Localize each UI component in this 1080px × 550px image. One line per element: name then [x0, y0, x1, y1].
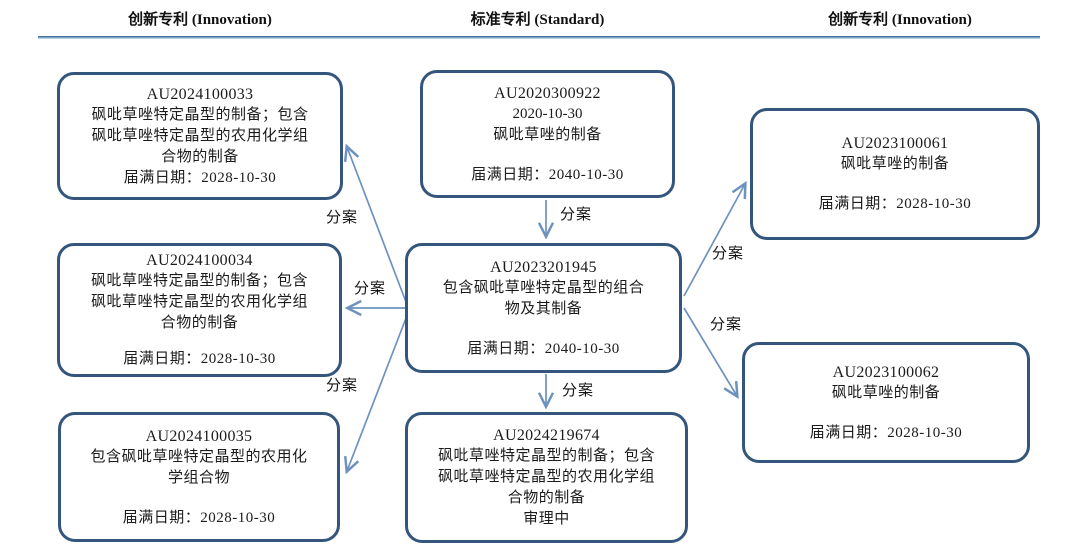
- column-header-innovation-right: 创新专利 (Innovation): [828, 12, 972, 28]
- divisional-label: 分案: [560, 207, 593, 223]
- patent-title-line: 砜吡草唑特定晶型的农用化学组: [91, 127, 309, 144]
- patent-expiry: 届满日期：2028-10-30: [123, 351, 276, 367]
- patent-title-line: 合物的制备: [160, 315, 239, 331]
- patent-number: AU2024100035: [145, 427, 253, 445]
- patent-expiry: 届满日期：2028-10-30: [809, 424, 963, 441]
- header-divider: [38, 36, 1040, 39]
- patent-title-line: 合物的制备: [507, 490, 586, 506]
- patent-number: AU2024219674: [493, 427, 600, 444]
- patent-title-line: 学组合物: [167, 469, 230, 486]
- patent-title-line: 包含砜吡草唑特定晶型的农用化: [90, 448, 308, 465]
- patent-node-au2023100062: AU2023100062 砜吡草唑的制备 届满日期：2028-10-30: [742, 342, 1030, 463]
- patent-node-au2024100034: AU2024100034 砜吡草唑特定晶型的制备；包含 砜吡草唑特定晶型的农用化…: [57, 243, 342, 377]
- patent-number: AU2023100061: [841, 135, 949, 152]
- patent-title-line: 砜吡草唑的制备: [493, 126, 602, 143]
- patent-title-line: 砜吡草唑特定晶型的农用化学组: [90, 294, 308, 310]
- patent-expiry: 届满日期：2028-10-30: [818, 196, 972, 212]
- divisional-label: 分案: [712, 246, 745, 262]
- patent-title-line: 砜吡草唑的制备: [831, 384, 941, 401]
- patent-title-line: 包含砜吡草唑特定晶型的组合: [442, 279, 645, 296]
- patent-node-au2023201945: AU2023201945 包含砜吡草唑特定晶型的组合 物及其制备 届满日期：20…: [405, 243, 682, 373]
- patent-title-line: 砜吡草唑特定晶型的农用化学组: [437, 469, 655, 485]
- patent-title-line: 砜吡草唑特定晶型的制备；包含: [90, 273, 308, 289]
- patent-status: 审理中: [523, 511, 570, 527]
- patent-expiry: 届满日期：2028-10-30: [123, 169, 277, 186]
- patent-node-au2024100033: AU2024100033 砜吡草唑特定晶型的制备；包含 砜吡草唑特定晶型的农用化…: [57, 72, 343, 200]
- column-header-standard: 标准专利 (Standard): [470, 12, 605, 28]
- patent-node-au2020300922: AU2020300922 2020-10-30 砜吡草唑的制备 届满日期：204…: [420, 70, 675, 198]
- patent-node-au2024219674: AU2024219674 砜吡草唑特定晶型的制备；包含 砜吡草唑特定晶型的农用化…: [405, 412, 688, 543]
- divisional-label: 分案: [326, 378, 359, 394]
- patent-number: AU2023100062: [832, 363, 940, 381]
- divisional-label: 分案: [354, 281, 387, 297]
- divisional-label: 分案: [562, 383, 595, 399]
- patent-title-line: 物及其制备: [504, 300, 583, 317]
- patent-node-au2024100035: AU2024100035 包含砜吡草唑特定晶型的农用化 学组合物 届满日期：20…: [58, 412, 340, 542]
- divisional-arrow-center-to-061: [683, 184, 745, 297]
- column-header-innovation-left: 创新专利 (Innovation): [128, 12, 272, 28]
- patent-title-line: 合物的制备: [161, 148, 239, 165]
- patent-title-line: 砜吡草唑特定晶型的制备；包含: [437, 448, 655, 464]
- patent-title-line: 砜吡草唑特定晶型的制备；包含: [91, 106, 309, 123]
- patent-number: AU2024100033: [146, 85, 254, 103]
- patent-expiry: 届满日期：2028-10-30: [122, 509, 276, 526]
- patent-number: AU2020300922: [494, 84, 601, 102]
- patent-title-line: 砜吡草唑的制备: [840, 156, 950, 172]
- patent-number: AU2024100034: [146, 252, 253, 269]
- divisional-label: 分案: [710, 317, 743, 333]
- patent-node-au2023100061: AU2023100061 砜吡草唑的制备 届满日期：2028-10-30: [750, 108, 1040, 240]
- patent-number: AU2023201945: [490, 258, 597, 276]
- divisional-label: 分案: [326, 210, 359, 226]
- patent-expiry: 届满日期：2040-10-30: [467, 340, 620, 357]
- patent-expiry: 届满日期：2040-10-30: [471, 166, 624, 183]
- patent-filing-date: 2020-10-30: [512, 105, 583, 122]
